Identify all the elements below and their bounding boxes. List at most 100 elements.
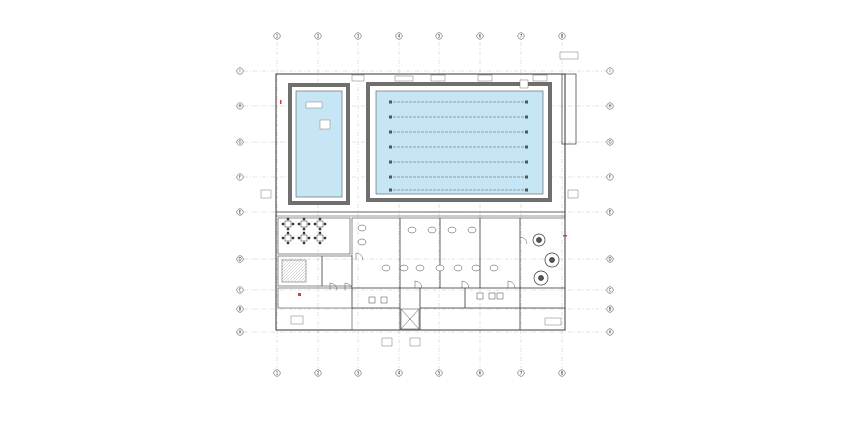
fixture [476, 292, 484, 300]
grid-bubble-icon [314, 32, 322, 40]
grid-bubble-label: I [609, 68, 610, 73]
grid-bubble-icon [395, 369, 403, 377]
grid-bubble-icon [236, 173, 244, 181]
fixture [488, 292, 496, 300]
grid-bubble-label: H [238, 103, 241, 108]
grid-bubble-label: 8 [561, 33, 564, 38]
fixture [399, 264, 409, 272]
fixture [368, 296, 376, 304]
fixture [496, 292, 504, 300]
grid-bubble-icon [273, 32, 281, 40]
grid-bubble-label: G [608, 139, 611, 144]
grid-bubble-icon [236, 138, 244, 146]
grid-bubble-icon [606, 208, 614, 216]
grid-bubble-icon [236, 255, 244, 263]
column-bubbles-bottom: 1 2 3 4 5 6 7 8 [273, 369, 566, 377]
grid-bubble-icon [606, 67, 614, 75]
deck-tags [260, 51, 579, 347]
grid-bubble-label: D [238, 256, 241, 261]
fixture [357, 224, 367, 232]
table [300, 220, 308, 228]
fixture [407, 226, 417, 234]
grid-bubble-label: B [239, 306, 242, 311]
grid-bubble-icon [236, 67, 244, 75]
grid-bubble-icon [435, 369, 443, 377]
door-swing-icon [329, 236, 528, 291]
grid-bubble-label: 5 [438, 33, 441, 38]
fixture [467, 226, 477, 234]
grid-bubble-label: A [609, 329, 612, 334]
fixture [380, 296, 388, 304]
grid-bubble-label: 5 [438, 370, 441, 375]
grid-bubble-icon [517, 369, 525, 377]
grid-bubble-label: 3 [357, 33, 360, 38]
fixture [381, 264, 391, 272]
grid-bubble-label: 2 [317, 33, 320, 38]
grid-bubble-icon [354, 369, 362, 377]
grid-bubble-label: C [609, 287, 612, 292]
grid-bubble-icon [606, 102, 614, 110]
fixture [435, 264, 445, 272]
grid-bubble-label: 6 [479, 370, 482, 375]
fixture [357, 238, 367, 246]
grid-bubble-icon [606, 255, 614, 263]
grid-bubble-icon [476, 32, 484, 40]
grid-bubble-label: I [239, 68, 240, 73]
grid-bubble-label: F [609, 174, 612, 179]
grid-bubble-icon [606, 305, 614, 313]
table [300, 234, 308, 242]
table-chair-icon [281, 217, 327, 245]
table [284, 234, 292, 242]
grid-bubble-icon [606, 286, 614, 294]
grid-bubble-label: 7 [520, 33, 523, 38]
grid-bubble-icon [314, 369, 322, 377]
grid-bubble-label: 4 [398, 33, 401, 38]
grid-bubble-label: A [239, 329, 242, 334]
fixture [489, 264, 499, 272]
hatched-room [281, 259, 307, 283]
tank-icon [532, 233, 560, 286]
column-bubbles-top: 1 2 3 4 5 6 7 8 [273, 32, 566, 40]
grid-bubble-label: 3 [357, 370, 360, 375]
fixtures [357, 224, 504, 304]
grid-bubble-label: 1 [276, 370, 279, 375]
grid-bubble-label: 2 [317, 370, 320, 375]
accent-marks [280, 100, 567, 296]
grid-bubble-label: 6 [479, 33, 482, 38]
grid-bubble-icon [354, 32, 362, 40]
fixture [453, 264, 463, 272]
grid-bubble-label: 8 [561, 370, 564, 375]
grid-bubble-icon [273, 369, 281, 377]
teaching-pool [288, 83, 350, 205]
grid-bubble-label: B [609, 306, 612, 311]
grid-bubble-icon [606, 138, 614, 146]
grid-bubble-icon [606, 173, 614, 181]
grid-bubble-icon [606, 328, 614, 336]
grid-bubble-label: F [239, 174, 242, 179]
grid-bubble-label: 1 [276, 33, 279, 38]
stair-icon [400, 308, 420, 330]
grid-bubble-label: H [608, 103, 611, 108]
lane-lines [389, 100, 528, 192]
grid-bubble-icon [236, 328, 244, 336]
grid-bubble-icon [236, 305, 244, 313]
grid-bubble-label: E [239, 209, 242, 214]
table [316, 220, 324, 228]
grid-bubble-label: G [238, 139, 241, 144]
grid-bubble-icon [236, 102, 244, 110]
table [284, 220, 292, 228]
grid-bubble-icon [435, 32, 443, 40]
grid-bubble-icon [517, 32, 525, 40]
grid-bubble-icon [236, 286, 244, 294]
grid-bubble-label: E [609, 209, 612, 214]
grid-bubble-icon [395, 32, 403, 40]
grid-bubble-label: 4 [398, 370, 401, 375]
fixture [427, 226, 437, 234]
fixture [415, 264, 425, 272]
grid-bubble-label: D [608, 256, 611, 261]
grid-bubble-label: 7 [520, 370, 523, 375]
grid-bubble-icon [558, 32, 566, 40]
grid-bubble-icon [236, 208, 244, 216]
